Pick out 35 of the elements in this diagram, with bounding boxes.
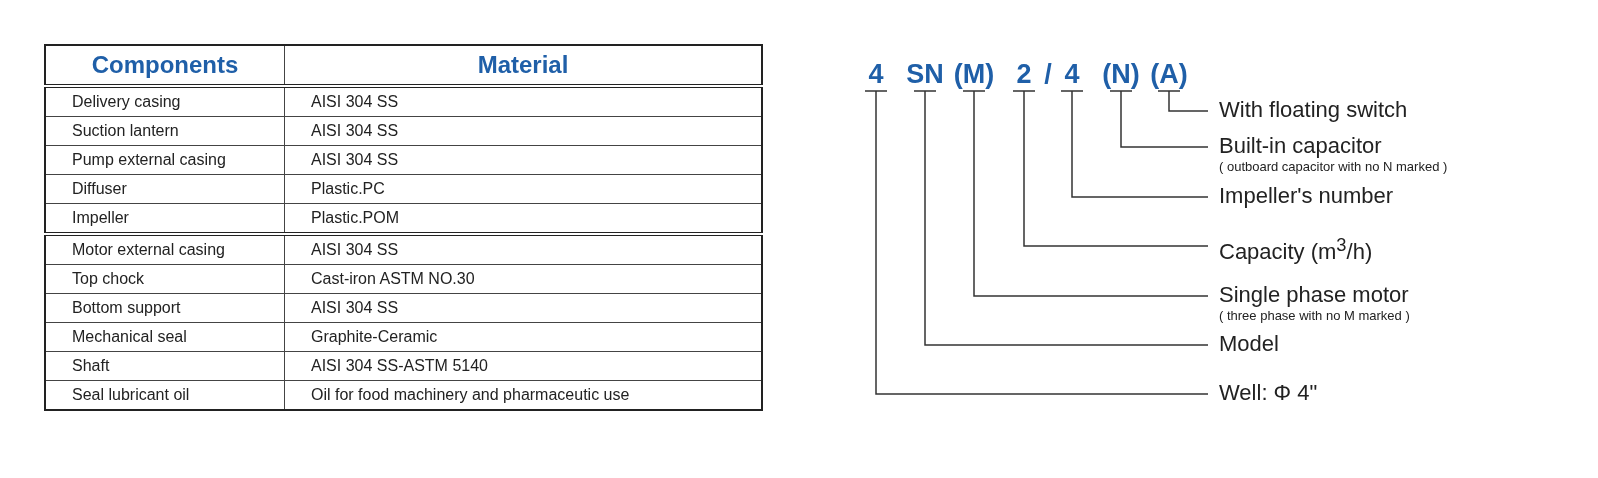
model-code-part: 2 xyxy=(1016,58,1032,92)
code-description: With floating switch xyxy=(1219,97,1408,123)
component-name: Mechanical seal xyxy=(45,322,285,352)
model-code-part: 4 xyxy=(868,58,884,92)
separator-slash: / xyxy=(1044,58,1052,91)
component-name: Bottom support xyxy=(45,293,285,323)
leader-line xyxy=(864,90,1209,395)
material-name: AISI 304 SS xyxy=(284,234,762,265)
code-description: Well: Φ 4" xyxy=(1219,380,1318,406)
model-code-part: 4 xyxy=(1064,58,1080,92)
component-name: Suction lantern xyxy=(45,116,285,146)
model-code-part: (M) xyxy=(953,58,995,92)
component-name: Diffuser xyxy=(45,174,285,204)
component-name: Top chock xyxy=(45,264,285,294)
leader-line xyxy=(962,90,1209,297)
description-note: ( three phase with no M marked ) xyxy=(1219,308,1410,324)
model-code-part: SN xyxy=(906,58,944,92)
leader-line xyxy=(1157,90,1209,112)
code-description: Impeller's number xyxy=(1219,183,1394,209)
code-description: Model xyxy=(1219,331,1279,357)
leader-line xyxy=(1012,90,1209,247)
component-name: Pump external casing xyxy=(45,145,285,175)
code-description: Single phase motor xyxy=(1219,282,1410,308)
code-description: Capacity (m$^{3}$/h) xyxy=(1219,233,1373,266)
component-name: Delivery casing xyxy=(45,86,285,117)
leader-line xyxy=(1060,90,1209,198)
component-name: Motor external casing xyxy=(45,234,285,265)
leader-line xyxy=(913,90,1209,346)
model-code-part: (A) xyxy=(1150,58,1188,92)
code-description: Built-in capacitor xyxy=(1219,133,1383,159)
description-note: ( outboard capacitor with no N marked ) xyxy=(1219,159,1448,175)
leader-line xyxy=(1109,90,1209,148)
model-code-part: (N) xyxy=(1102,58,1140,92)
component-name: Shaft xyxy=(45,351,285,381)
column-header: Components xyxy=(45,45,285,86)
